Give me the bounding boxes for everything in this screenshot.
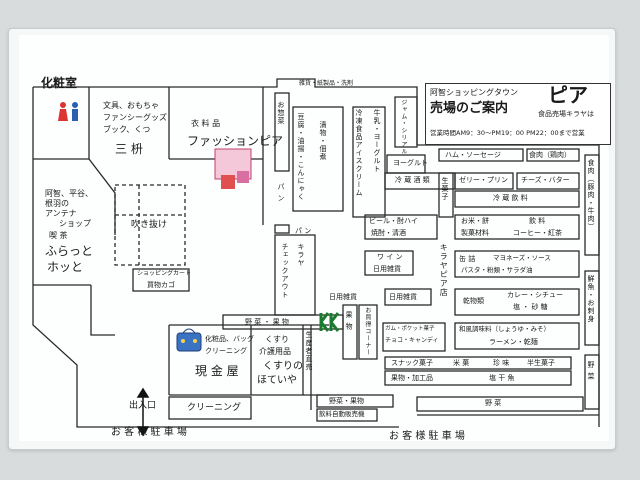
- cheese-label: チーズ・バター: [521, 176, 570, 184]
- town-name: 阿智ショッピングタウン: [430, 88, 518, 97]
- store-hoteiya-2: ほていや: [257, 375, 297, 386]
- dried-goods-label: 乾物類: [463, 297, 484, 305]
- daily-goods-label: 日用雑貨: [373, 265, 401, 273]
- jelly-label: ゼリー・プリン: [459, 176, 508, 184]
- fruit-label: 果 物: [345, 311, 354, 331]
- mayo-label: マヨネーズ・ソース: [493, 254, 551, 262]
- kiraya-label: キラヤ: [297, 243, 306, 267]
- misc-goods-label: 雑貨・紙製品・洗剤: [299, 80, 354, 87]
- fresh-sweets-label: 生菓子: [441, 177, 450, 201]
- store-sanmasu: 三 枡: [115, 142, 143, 156]
- semi-sweets-label: 半生菓子: [527, 359, 555, 367]
- salt-sugar-label: 塩 ・ 砂 糖: [513, 303, 548, 311]
- store-kiraya-pia: キラヤピア店: [439, 243, 449, 297]
- floor-plan-lines: [32, 78, 600, 437]
- daily-goods-label-3: 日用雑貨: [389, 293, 417, 301]
- stationery-label: 文具、おもちゃ: [103, 101, 159, 110]
- medicine-label: くすり: [265, 335, 289, 344]
- clothing-sticker-icon: [214, 148, 252, 189]
- food-floor-note: 食品売場キラヤは: [538, 110, 594, 118]
- clothing-label: 衣 料 品: [191, 119, 221, 128]
- atrium-label: 吹き抜け: [131, 220, 168, 230]
- yogurt-label: ヨーグルト: [393, 159, 428, 167]
- books-shoes-label: ブック、くつ: [103, 125, 151, 134]
- coffee-label: コーヒー・紅茶: [513, 229, 562, 237]
- vegetables-right-label: 野 菜: [587, 361, 596, 381]
- business-hours: 営業時間AM9：30〜PM19：00 PM22：00まで営業: [430, 129, 585, 137]
- checkout-label: チェックアウト: [281, 243, 290, 299]
- seasoning-label: 和風調味料（しょうゆ・みそ）: [459, 325, 550, 333]
- rice-crackers-label: 米 菓: [453, 359, 470, 367]
- kiraya-logo-icon: [319, 312, 340, 332]
- floor-map: 阿智ショッピングタウン ピア 売場のご案内 食品売場キラヤは 営業時間AM9：3…: [19, 35, 611, 442]
- chicken-label: 食肉（鶏肉）: [529, 151, 571, 159]
- rice-label: お米・餅: [461, 217, 489, 225]
- chocolate-label: チョコ・キャンディ: [385, 337, 439, 344]
- processed-fruit-label: 果物・加工品: [391, 374, 433, 382]
- restroom-label: 化粧室: [41, 76, 78, 90]
- chilled-sake-label: 冷 蔵 酒 類: [395, 176, 430, 184]
- store-fashion-pia: ファッションピア: [187, 134, 284, 148]
- bag-sticker-icon: [176, 328, 202, 352]
- antenna-label-4: ショップ: [59, 219, 91, 228]
- store-hotto: ホッと: [47, 260, 84, 274]
- fancy-goods-label: ファンシーグッズ: [103, 113, 167, 122]
- antenna-label-3: アンテナ: [45, 209, 77, 218]
- bread-label-2: パ ン: [295, 227, 312, 235]
- wine-label: ワ イ ン: [377, 253, 403, 261]
- salted-fish-label: 塩 干 魚: [489, 374, 515, 382]
- store-cleaning: クリーニング: [187, 403, 242, 413]
- page-title: 売場のご案内: [430, 101, 509, 116]
- vegetables-bottom-label: 野 菜: [485, 399, 502, 407]
- shochu-label: 焼酎・清酒: [371, 229, 406, 237]
- baking-label: 製菓材料: [461, 229, 489, 237]
- antenna-label-2: 根羽の: [45, 199, 69, 208]
- cosmetics-bag-label: 化粧品、バッグ: [205, 335, 254, 343]
- nursing-label: 介護用品: [259, 347, 291, 356]
- jam-label: ジャム・シリアル: [399, 99, 407, 155]
- brand-name: ピア: [548, 83, 588, 107]
- floor-guide-header: 阿智ショッピングタウン ピア 売場のご案内 食品売場キラヤは 営業時間AM9：3…: [425, 83, 611, 145]
- ham-label: ハム・ソーセージ: [445, 151, 501, 159]
- gum-label: ガム・ポケット菓子: [385, 326, 435, 332]
- floor-guide-sheet: 阿智ショッピングタウン ピア 売場のご案内 食品売場キラヤは 営業時間AM9：3…: [8, 28, 616, 450]
- pasta-label: パスタ・粉類・サラダ油: [461, 266, 533, 274]
- meat-label: 食肉（豚肉・牛肉）: [587, 159, 596, 231]
- beer-label: ビール・酎ハイ: [369, 217, 418, 225]
- chilled-drinks-label: 冷 蔵 飲 料: [493, 194, 528, 202]
- bargain-corner-label: お買得コーナー: [363, 307, 371, 356]
- ramen-label: ラーメン・乾麺: [489, 338, 538, 346]
- delicacy-label: 珍 味: [493, 359, 510, 367]
- store-hoteiya-1: くすりの: [263, 361, 303, 372]
- entrance-arrow-icon: [136, 387, 150, 437]
- veg-fruit-label: 野 菜 ・ 果 物: [245, 318, 289, 326]
- side-dish-label: お惣菜: [277, 101, 286, 125]
- entrance-label: 出入口: [129, 401, 157, 411]
- parking-right-label: お 客 様 駐 車 場: [389, 431, 465, 442]
- restroom-icon: [58, 102, 78, 121]
- beverages-label: 飲 料: [529, 217, 546, 225]
- snacks-label: スナック菓子: [391, 359, 433, 367]
- frozen-icecream-label: 冷凍食品アイスクリーム: [355, 109, 364, 197]
- basket-label: 買物カゴ: [147, 281, 175, 289]
- veg-fruit-bottom-label: 野菜・果物: [329, 397, 364, 405]
- store-genkinya: 現 金 屋: [195, 364, 239, 378]
- cafe-label: 喫 茶: [49, 231, 68, 240]
- curry-label: カレー・シチュー: [507, 291, 563, 299]
- antenna-label-1: 阿智、平谷、: [45, 189, 93, 198]
- producer-direct-label: 生産者直売: [305, 331, 314, 371]
- milk-label: 牛乳・ヨーグルト: [373, 109, 382, 173]
- bread-label: パ ン: [277, 183, 286, 203]
- store-furatto: ふらっと: [45, 244, 94, 258]
- pickles-label: 漬物・佃煮: [319, 121, 328, 161]
- fish-label: 鮮魚・お刺身: [587, 275, 596, 323]
- vending-machine-label: 飲料自動販売機: [319, 410, 365, 418]
- daily-goods-label-2: 日用雑貨: [329, 293, 357, 301]
- canned-label: 缶 詰: [459, 255, 476, 263]
- cleaning-small-label: クリーニング: [205, 347, 247, 355]
- tofu-label: 豆腐・油揚・こんにゃく: [297, 113, 306, 201]
- parking-left-label: お 客 様 駐 車 場: [111, 427, 187, 438]
- shopping-cart-label: ショッピングカート: [137, 270, 192, 277]
